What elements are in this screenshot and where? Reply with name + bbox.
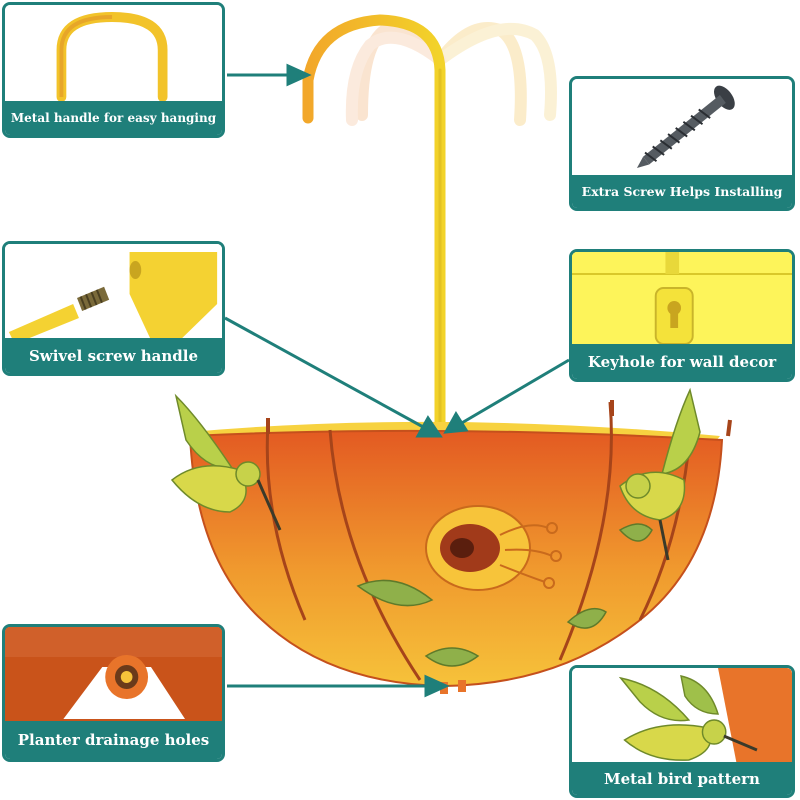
hummingbird-right [619, 387, 701, 561]
flower-decoration [425, 505, 562, 591]
callout-drainage-holes: Planter drainage holes [2, 624, 225, 762]
callout-keyhole: Keyhole for wall decor [569, 249, 795, 382]
caption-swivel-screw: Swivel screw handle [5, 338, 222, 373]
drainage-hole-icon [5, 627, 222, 727]
callout-metal-handle: Metal handle for easy hanging [2, 2, 225, 138]
caption-metal-bird: Metal bird pattern [572, 762, 792, 795]
caption-drainage-holes: Planter drainage holes [5, 721, 222, 759]
screw-icon [572, 79, 792, 179]
keyhole-icon [572, 252, 792, 350]
hummingbird-left [170, 393, 282, 531]
swivel-screw-icon [5, 244, 222, 344]
hummingbird-icon [572, 668, 792, 768]
callout-extra-screw: Extra Screw Helps Installing [569, 76, 795, 211]
handle-rotation-ghosts [345, 22, 557, 126]
umbrella-handle-icon [5, 5, 222, 105]
callout-swivel-screw: Swivel screw handle [2, 241, 225, 376]
caption-keyhole: Keyhole for wall decor [572, 344, 792, 379]
leaf-decorations [356, 523, 653, 667]
caption-extra-screw: Extra Screw Helps Installing [572, 175, 792, 208]
pointer-arrows [224, 63, 570, 698]
umbrella-handle [302, 14, 446, 446]
caption-metal-handle: Metal handle for easy hanging [5, 101, 222, 135]
rib-tips [266, 400, 732, 437]
callout-metal-bird: Metal bird pattern [569, 665, 795, 798]
